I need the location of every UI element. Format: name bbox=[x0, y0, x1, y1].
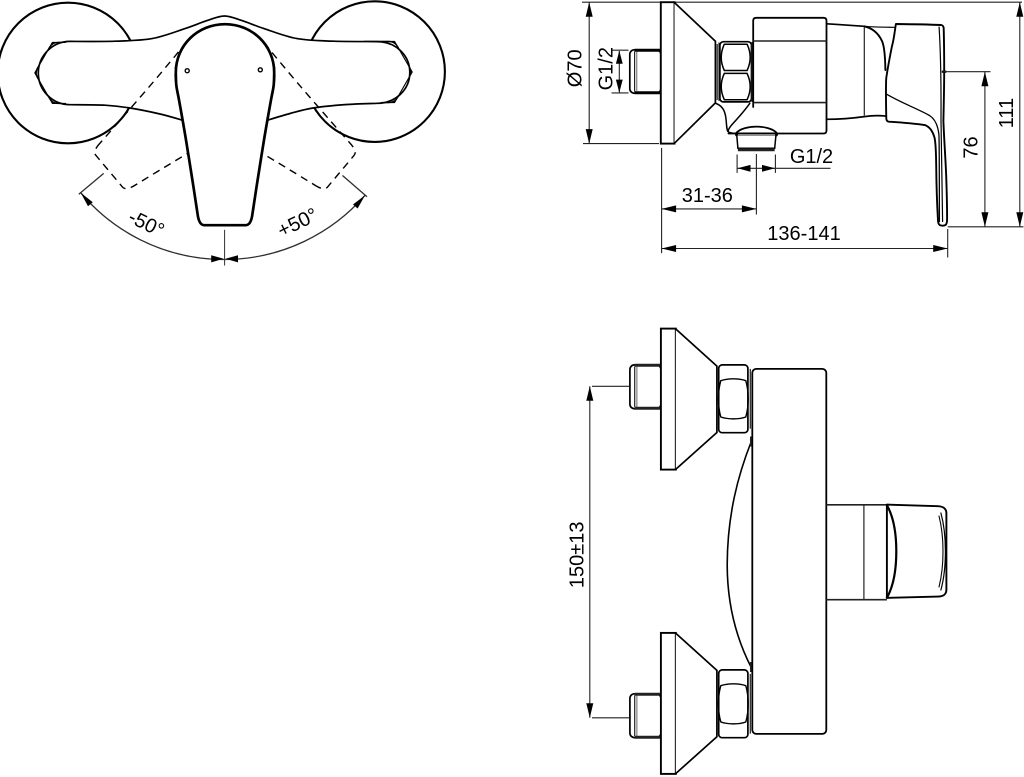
svg-text:Ø70: Ø70 bbox=[565, 49, 587, 87]
svg-text:150±13: 150±13 bbox=[566, 522, 588, 589]
svg-text:136-141: 136-141 bbox=[767, 223, 840, 245]
svg-text:G1/2: G1/2 bbox=[596, 47, 618, 90]
svg-text:G1/2: G1/2 bbox=[790, 146, 833, 168]
svg-text:76: 76 bbox=[961, 136, 983, 158]
svg-text:31-36: 31-36 bbox=[682, 185, 733, 207]
svg-text:111: 111 bbox=[996, 98, 1018, 128]
